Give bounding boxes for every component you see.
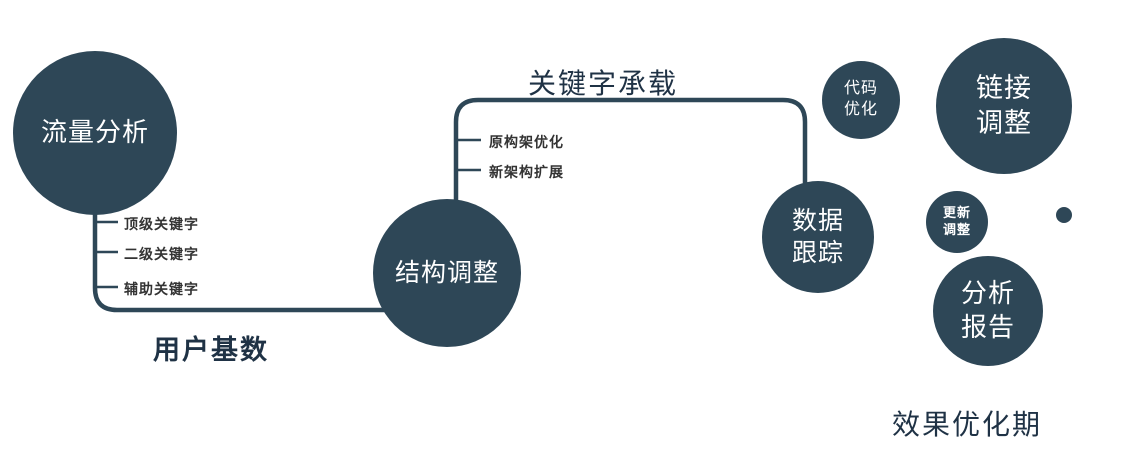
node-structure-adjustment: 结构调整 xyxy=(373,199,521,347)
node-code-optimization-label: 代码 优化 xyxy=(843,80,878,118)
branch-label-aux-keyword: 辅助关键字 xyxy=(124,281,199,297)
edge-label-keyword-carry: 关键字承载 xyxy=(528,68,679,99)
edge-label-user-base: 用户基数 xyxy=(153,335,269,365)
branch-label-arch-expand: 新架构扩展 xyxy=(489,164,564,180)
node-analysis-report: 分析 报告 xyxy=(933,256,1043,366)
node-link-adjustment-label: 链接 调整 xyxy=(976,72,1032,138)
node-analysis-report-label: 分析 报告 xyxy=(960,278,1015,342)
branch-label-top-keyword: 顶级关键字 xyxy=(124,216,199,232)
branch-label-second-keyword: 二级关键字 xyxy=(124,246,199,262)
node-traffic-analysis: 流量分析 xyxy=(13,51,177,215)
node-data-tracking-label: 数据 跟踪 xyxy=(791,206,844,268)
node-update-adjustment-label: 更新 调整 xyxy=(942,205,971,237)
footer-phase-label: 效果优化期 xyxy=(892,409,1043,440)
dot-marker xyxy=(1056,207,1072,223)
branch-label-arch-optimize: 原构架优化 xyxy=(489,134,564,150)
node-code-optimization: 代码 优化 xyxy=(822,61,900,139)
node-link-adjustment: 链接 调整 xyxy=(936,38,1072,174)
node-data-tracking: 数据 跟踪 xyxy=(762,181,874,293)
node-structure-adjustment-label: 结构调整 xyxy=(394,258,499,287)
node-update-adjustment: 更新 调整 xyxy=(926,191,988,253)
node-traffic-analysis-label: 流量分析 xyxy=(40,117,149,148)
edge-structure-to-tracking xyxy=(453,97,808,207)
